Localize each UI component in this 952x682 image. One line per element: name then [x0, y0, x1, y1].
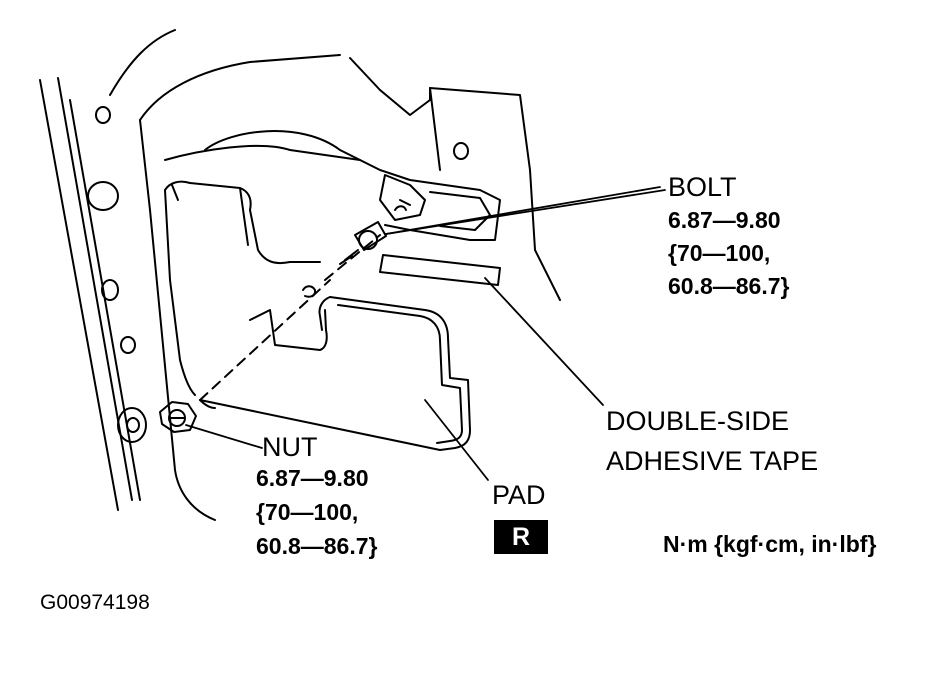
bolt-fastener — [302, 221, 387, 298]
bolt-torque-nm: 6.87—9.80 — [668, 207, 781, 233]
linkage-assembly — [204, 130, 501, 241]
units-legend: N·m {kgf·cm, in·lbf} — [663, 531, 877, 557]
nut-fastener — [159, 401, 197, 433]
inner-door-panel — [87, 57, 561, 443]
bolt-torque-kgfcm: {70—100, — [668, 240, 771, 266]
tape-label-line2: ADHESIVE TAPE — [606, 446, 819, 476]
leader-lines — [185, 186, 666, 481]
nut-label: NUT — [262, 432, 318, 462]
door-frame-edge — [39, 29, 341, 521]
pad-leader — [424, 399, 489, 481]
nut-torque-nm: 6.87—9.80 — [256, 465, 369, 491]
tape-label-line1: DOUBLE-SIDE — [606, 406, 790, 436]
bolt-torque-inlbf: 60.8—86.7} — [668, 273, 790, 299]
bolt-leader-2 — [385, 186, 661, 235]
tape-leader — [484, 277, 604, 406]
adhesive-tape-strip — [379, 254, 501, 286]
nut-leader — [185, 424, 263, 449]
bolt-label: BOLT — [668, 172, 737, 202]
nut-torque-kgfcm: {70—100, — [256, 499, 359, 525]
upper-pad — [164, 180, 328, 396]
installation-guide-lines — [199, 234, 381, 401]
figure-id: G00974198 — [40, 591, 150, 614]
pad-label: PAD — [492, 480, 546, 510]
pad-body — [199, 296, 471, 451]
right-side-badge: R — [494, 520, 548, 554]
nut-torque-inlbf: 60.8—86.7} — [256, 533, 378, 559]
